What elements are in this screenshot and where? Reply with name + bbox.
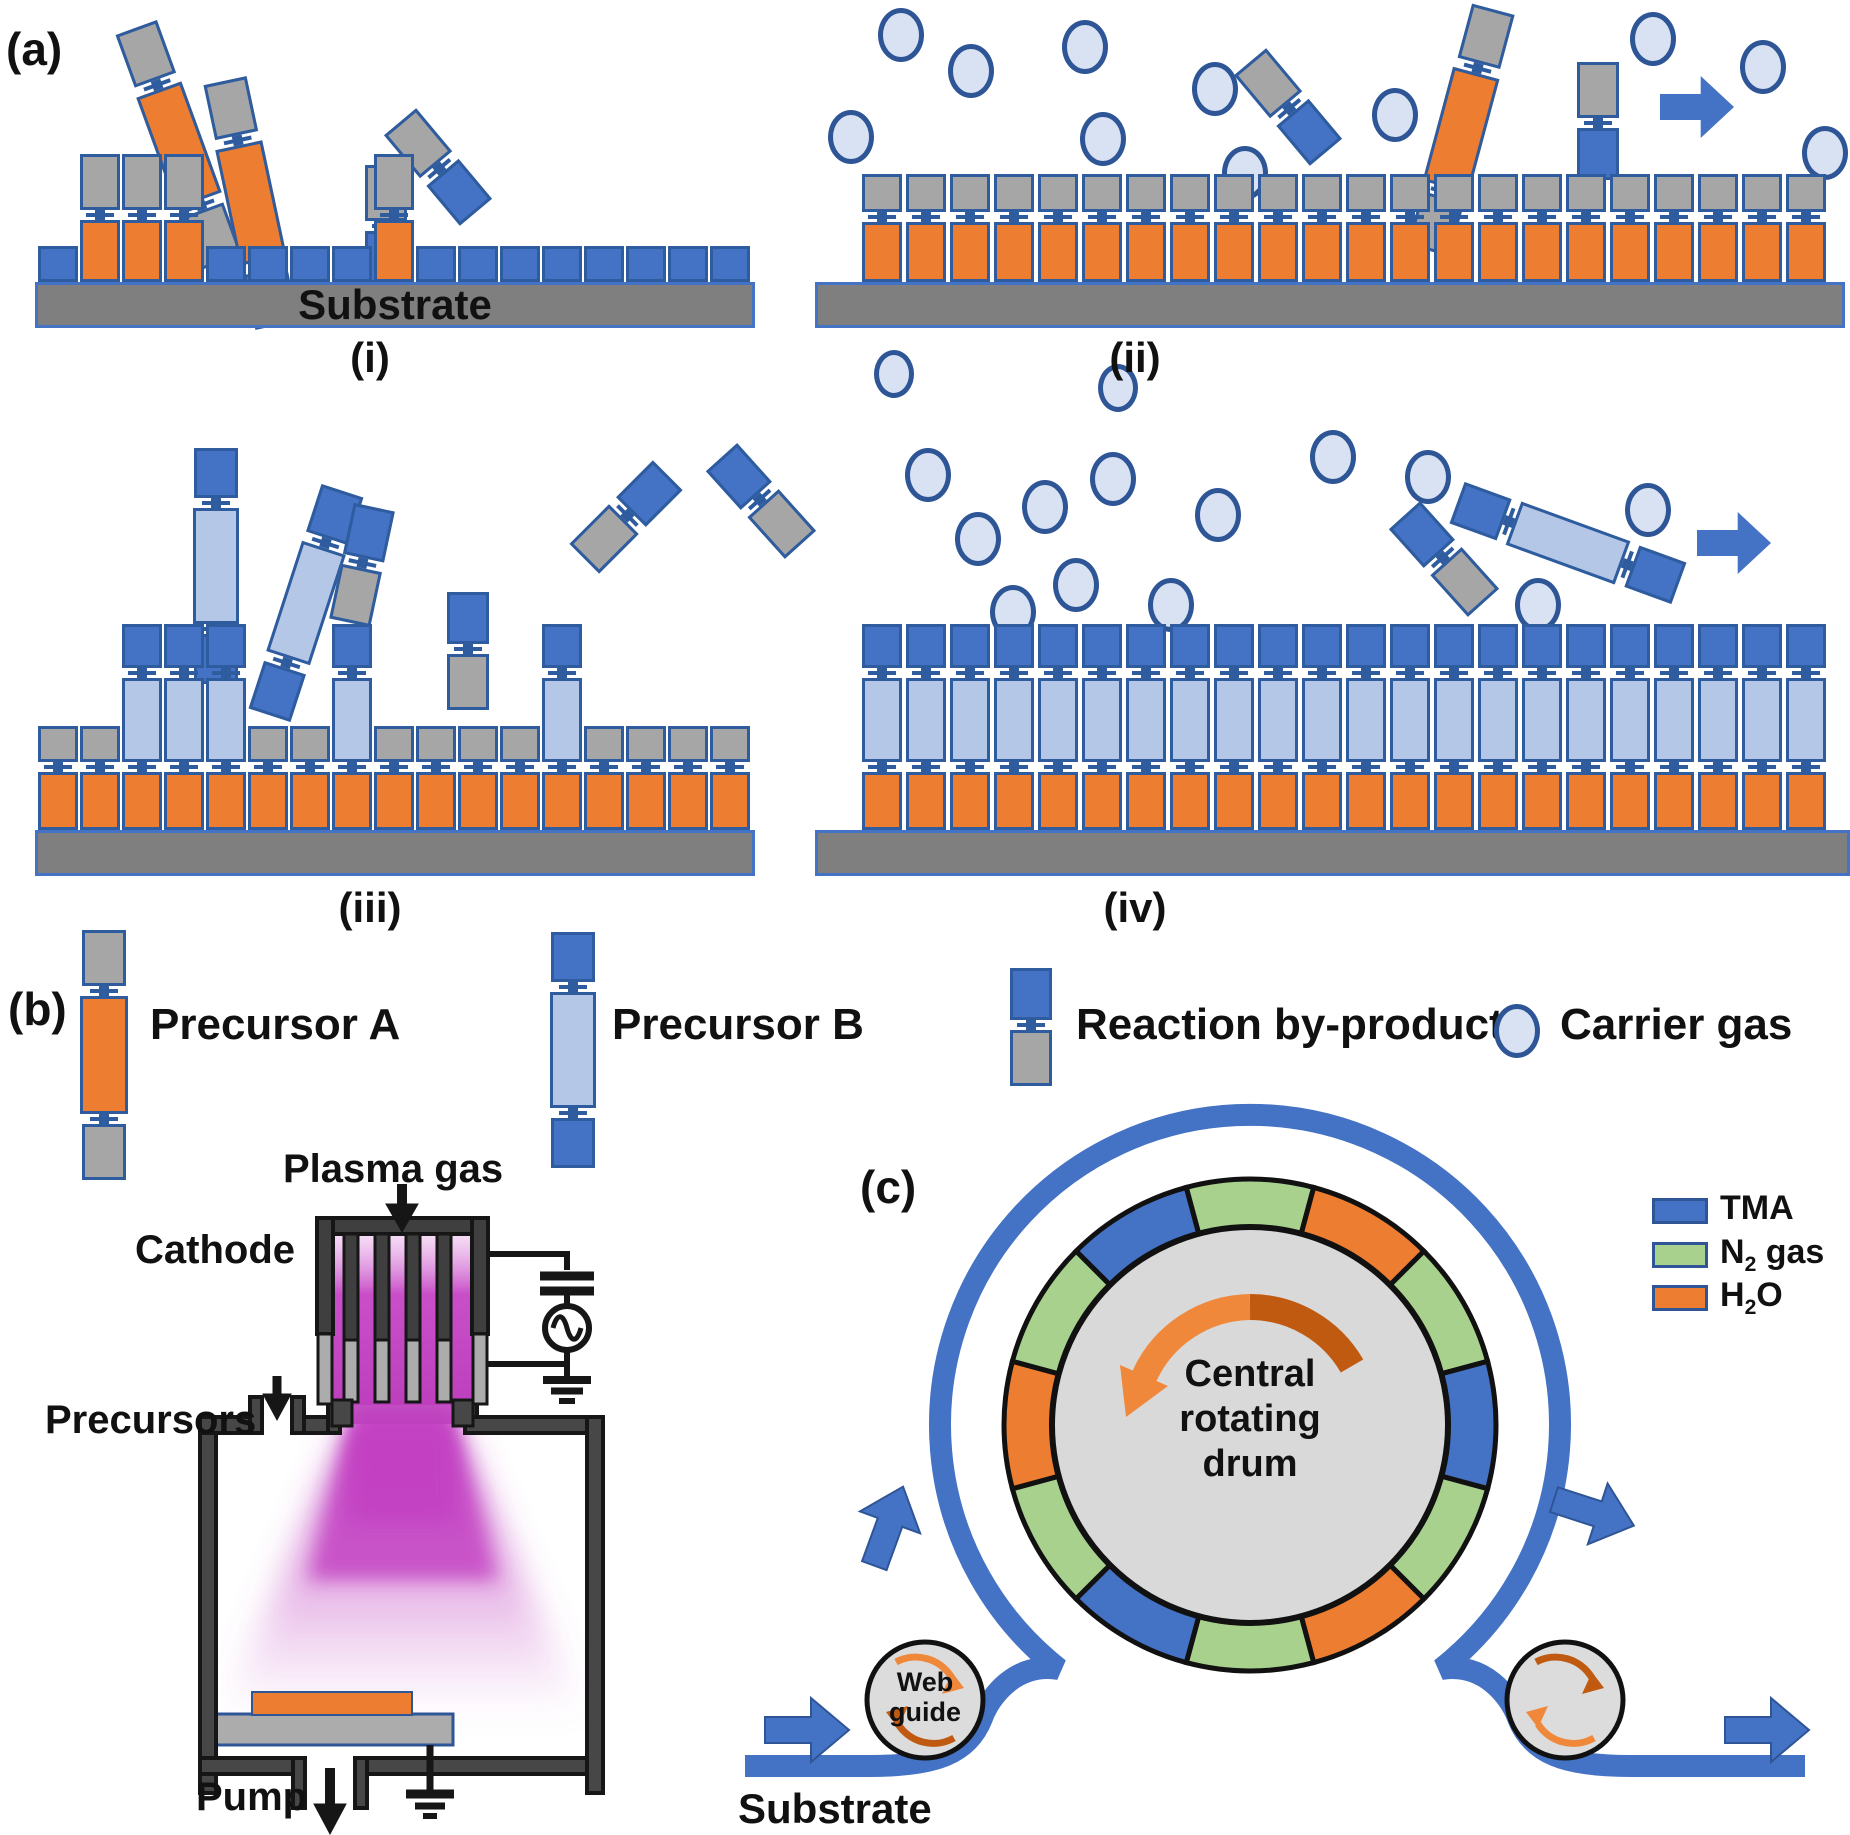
n2-label: N2 gas	[1720, 1233, 1825, 1276]
panel-b-label: (b)	[8, 983, 67, 1035]
cathode-label: Cathode	[135, 1228, 295, 1272]
step-i-label: (i)	[350, 334, 390, 381]
step-iii-label: (iii)	[338, 884, 402, 931]
legend-row-tma: TMA	[1652, 1189, 1794, 1228]
carrier-gas-icon	[1080, 112, 1126, 166]
byproduct-molecule	[1577, 62, 1619, 180]
substrate-c-label: Substrate	[738, 1785, 932, 1832]
carrier-gas-icon	[1098, 364, 1138, 412]
substrate-web-path	[745, 1103, 1805, 1777]
byproduct-molecule	[705, 443, 817, 559]
surface-sites-i	[37, 154, 751, 282]
precursors-label: Precursors	[45, 1398, 257, 1442]
carrier-gas-icon	[1740, 40, 1786, 94]
step-ii-label: (ii)	[1109, 334, 1161, 381]
carrier-gas-icon	[1090, 452, 1136, 506]
n2-swatch	[1652, 1242, 1708, 1268]
pump-label: Pump	[196, 1775, 308, 1819]
web-guide-label: Web guide	[889, 1667, 961, 1727]
panel-a-step-iv	[815, 430, 1850, 876]
rf-circuit	[488, 1251, 594, 1404]
carrier-gas-icon	[1405, 450, 1451, 504]
carrier-gas-icon	[1148, 578, 1194, 632]
byproduct-legend-icon	[1010, 968, 1052, 1086]
carrier-gas-icon	[828, 110, 874, 164]
carrier-gas-icon	[878, 8, 924, 62]
ground-icon	[543, 1376, 591, 1404]
carrier-gas-icon	[874, 350, 914, 398]
carrier-gas-icon	[1372, 88, 1418, 142]
carrier-gas-icon	[1022, 480, 1068, 534]
panel-a-step-iii	[35, 430, 817, 876]
precursor-a-legend-icon	[80, 930, 128, 1180]
web-arrow-icon	[1548, 1481, 1636, 1547]
carrier-gas-legend-label: Carrier gas	[1560, 1000, 1793, 1049]
carrier-gas-icon	[1630, 12, 1676, 66]
byproduct-molecule	[447, 592, 489, 710]
byproduct-legend-label: Reaction by-product	[1076, 1000, 1504, 1049]
cathode-assembly	[315, 1216, 490, 1428]
purge-arrow-icon	[1660, 76, 1734, 138]
carrier-gas-icon	[1625, 483, 1671, 537]
panel-c-label: (c)	[860, 1161, 917, 1213]
plasma-reactor-diagram	[198, 1184, 605, 1835]
h2o-label: H2O	[1720, 1276, 1783, 1319]
purge-arrow-icon	[1697, 512, 1771, 574]
substrate-bar	[35, 830, 755, 876]
plasma-gas-label: Plasma gas	[283, 1147, 504, 1191]
substrate-bar	[815, 282, 1845, 328]
plasma-gas-arrow-icon	[385, 1184, 419, 1234]
gas-zone-ring	[1001, 1176, 1499, 1674]
tma-label: TMA	[1720, 1189, 1794, 1228]
byproduct-molecule	[569, 460, 683, 574]
carrier-gas-icon	[905, 448, 951, 502]
drum-rotation-arrow-icon	[1120, 1294, 1364, 1417]
precursor-b-legend-label: Precursor B	[612, 1000, 864, 1049]
step-iv-label: (iv)	[1103, 884, 1167, 931]
legend-row-h2o: H2O	[1652, 1276, 1783, 1319]
web-guide-roller	[864, 1639, 986, 1761]
precursor-b-legend-icon	[550, 932, 596, 1168]
carrier-gas-icon	[1195, 488, 1241, 542]
panel-a-step-ii	[815, 0, 1848, 412]
panel-a-label: (a)	[6, 23, 63, 75]
roller-rotation-arrows-icon	[886, 1653, 1604, 1747]
legend-row-n2: N2 gas	[1652, 1233, 1824, 1276]
roll-to-roll-ald-diagram	[745, 1103, 1811, 1777]
panel-a-step-i: Substrate	[35, 20, 755, 330]
web-arrow-icon	[1724, 1695, 1811, 1765]
carrier-gas-icon	[1062, 20, 1108, 74]
carrier-gas-legend-icon	[1494, 1004, 1540, 1058]
carrier-gas-icon	[1053, 558, 1099, 612]
precursors-arrow-icon	[262, 1376, 292, 1422]
carrier-gas-icon	[955, 512, 1001, 566]
carrier-gas-icon	[1192, 62, 1238, 116]
surface-monolayer-ii	[860, 174, 1828, 282]
web-arrow-icon	[764, 1695, 851, 1765]
precursor-a-legend-label: Precursor A	[150, 1000, 401, 1049]
stage-ground-icon	[406, 1745, 454, 1819]
tma-swatch	[1652, 1198, 1708, 1224]
h2o-swatch	[1652, 1285, 1708, 1311]
substrate-bar: Substrate	[35, 281, 755, 328]
carrier-gas-icon	[1310, 430, 1356, 484]
web-arrow-icon	[857, 1485, 922, 1572]
substrate-label: Substrate	[298, 281, 492, 328]
exit-roller	[1504, 1639, 1626, 1761]
carrier-gas-icon	[948, 44, 994, 98]
surface-bilayer-iv	[860, 624, 1828, 830]
surface-sites-iii	[37, 624, 751, 830]
substrate-bar	[815, 830, 1850, 876]
drum-label: Central rotating drum	[1179, 1353, 1321, 1485]
central-drum	[1049, 1224, 1451, 1626]
pump-arrow-icon	[313, 1768, 347, 1835]
carrier-gas-icon	[1802, 126, 1848, 180]
